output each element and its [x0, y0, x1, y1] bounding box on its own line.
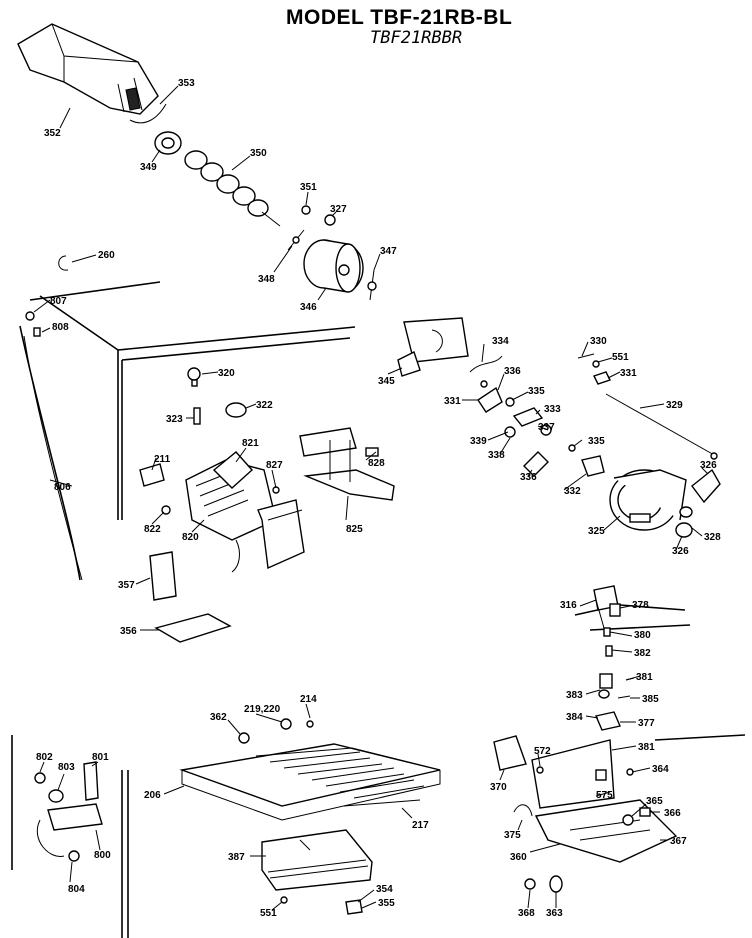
callout-label: 335 [528, 386, 545, 397]
callout-label: 380 [634, 630, 651, 641]
callout-label: 808 [52, 322, 69, 333]
callout-label: 214 [300, 694, 317, 705]
callout-label: 377 [638, 718, 655, 729]
callout-label: 822 [144, 524, 161, 535]
callout-label: 572 [534, 746, 551, 757]
ice-bucket [17, 23, 159, 115]
callout-label: 336 [520, 472, 537, 483]
callout-label: 364 [652, 764, 669, 775]
callout-label: 330 [590, 336, 607, 347]
callout-label: 350 [250, 148, 267, 159]
callout-label: 332 [564, 486, 581, 497]
callout-label: 326 [700, 460, 717, 471]
callout-label: 828 [368, 458, 385, 469]
callout-label: 820 [182, 532, 199, 543]
callout-label: 338 [488, 450, 505, 461]
callout-label: 345 [378, 376, 395, 387]
auger-spiral [184, 150, 281, 227]
callout-label: 800 [94, 850, 111, 861]
switch-assembly [34, 761, 103, 862]
callout-label: 336 [504, 366, 521, 377]
callout-label: 825 [346, 524, 363, 535]
callout-label: 384 [566, 712, 583, 723]
callout-label: 375 [504, 830, 521, 841]
callout-label: 320 [218, 368, 235, 379]
callout-label: 363 [546, 908, 563, 919]
callout-label: 323 [166, 414, 183, 425]
callout-label: 331 [620, 368, 637, 379]
handwritten-model-note: TBF21RBBR [370, 28, 463, 48]
callout-label: 802 [36, 752, 53, 763]
page-title: MODEL TBF-21RB-BL [286, 6, 513, 29]
callout-label: 325 [588, 526, 605, 537]
callout-label: 381 [638, 742, 655, 753]
motor-mount-plate [397, 317, 469, 377]
callout-label: 347 [380, 246, 397, 257]
callout-label: 348 [258, 274, 275, 285]
callout-label: 381 [636, 672, 653, 683]
freezer-shelf [179, 743, 441, 821]
callout-label: 217 [412, 820, 429, 831]
callout-label: 211 [154, 454, 171, 465]
callout-label: 354 [376, 884, 393, 895]
callout-label: 382 [634, 648, 651, 659]
callout-label: 360 [510, 852, 527, 863]
callout-label: 316 [560, 600, 577, 611]
callout-label: 365 [646, 796, 663, 807]
callout-label: 351 [300, 182, 317, 193]
callout-label: 327 [330, 204, 347, 215]
callout-labels: 353 352 349 350 351 327 348 346 347 260 … [36, 78, 721, 919]
callout-label: 821 [242, 438, 259, 449]
callout-label: 329 [666, 400, 683, 411]
callout-label: 333 [544, 404, 561, 415]
callout-label: 367 [670, 836, 687, 847]
auger-drum [303, 239, 364, 293]
actuator-stack [593, 585, 641, 731]
callout-label: 368 [518, 908, 535, 919]
callout-label: 827 [266, 460, 283, 471]
callout-label: 362 [210, 712, 227, 723]
callout-label: 355 [378, 898, 395, 909]
callout-label: 804 [68, 884, 85, 895]
callout-label: 370 [490, 782, 507, 793]
callout-label: 551 [260, 908, 277, 919]
auger-collar [154, 131, 182, 155]
ice-maker-assembly [185, 451, 305, 573]
callout-label: 378 [632, 600, 649, 611]
callout-label: 357 [118, 580, 135, 591]
callout-label: 326 [672, 546, 689, 557]
callout-label: 206 [144, 790, 161, 801]
callout-leaders [33, 85, 709, 911]
callout-label: 260 [98, 250, 115, 261]
callout-label: 352 [44, 128, 61, 139]
auger-cover [261, 829, 373, 891]
callout-label: 334 [492, 336, 509, 347]
callout-label: 356 [120, 626, 137, 637]
callout-label: 806 [54, 482, 71, 493]
callout-label: 337 [538, 422, 555, 433]
callout-label: 551 [612, 352, 629, 363]
callout-label: 349 [140, 162, 157, 173]
callout-label: 366 [664, 808, 681, 819]
callout-label: 801 [92, 752, 109, 763]
callout-label: 383 [566, 690, 583, 701]
callout-label: 346 [300, 302, 317, 313]
callout-label: 335 [588, 436, 605, 447]
callout-label: 219,220 [244, 704, 281, 715]
auger-motor [609, 468, 721, 538]
callout-label: 331 [444, 396, 461, 407]
callout-label: 575 [596, 790, 613, 801]
callout-label: 328 [704, 532, 721, 543]
motor-bracket [493, 735, 678, 893]
callout-label: 353 [178, 78, 195, 89]
callout-label: 807 [50, 296, 67, 307]
callout-label: 339 [470, 436, 487, 447]
callout-label: 385 [642, 694, 659, 705]
callout-label: 387 [228, 852, 245, 863]
callout-label: 803 [58, 762, 75, 773]
bracket-825 [299, 427, 395, 501]
callout-label: 322 [256, 400, 273, 411]
